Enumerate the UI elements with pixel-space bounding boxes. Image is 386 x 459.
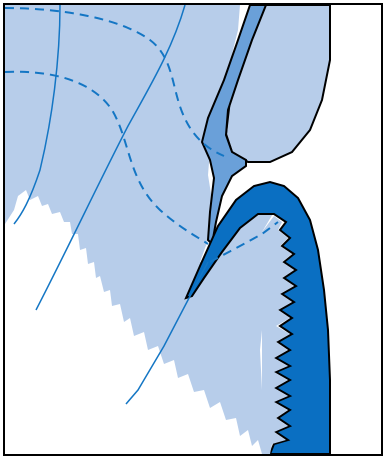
cross-section-diagram bbox=[0, 0, 386, 459]
